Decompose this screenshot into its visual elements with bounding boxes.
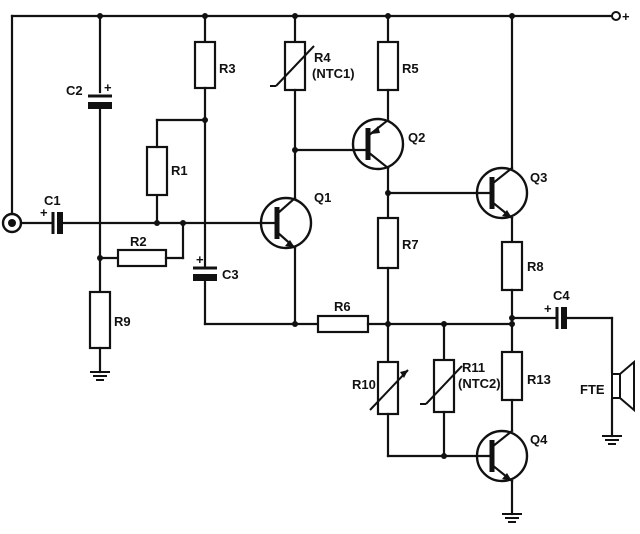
- label-r8: R8: [527, 259, 544, 274]
- resistor-r13: [500, 350, 524, 402]
- label-r11-ntc: (NTC2): [458, 376, 501, 391]
- resistor-r8: [500, 240, 524, 292]
- label-r4: R4: [314, 50, 331, 65]
- transistor-q4: [475, 429, 529, 483]
- svg-text:+: +: [544, 301, 552, 316]
- label-r11: R11: [462, 360, 485, 375]
- resistor-r5: [376, 40, 400, 92]
- label-r7: R7: [402, 237, 419, 252]
- resistor-r1: [145, 145, 169, 197]
- transistor-q2: [351, 117, 405, 171]
- transistor-q1: [259, 148, 313, 326]
- speaker-icon: [611, 359, 635, 413]
- capacitor-c1: + C1: [40, 193, 63, 234]
- label-r3: R3: [219, 61, 236, 76]
- label-fte: FTE: [580, 382, 605, 397]
- label-c4: C4: [553, 288, 570, 303]
- svg-text:+: +: [104, 80, 112, 95]
- label-r1: R1: [171, 163, 188, 178]
- thermistor-r4: [270, 40, 315, 92]
- label-q1: Q1: [314, 190, 331, 205]
- capacitor-c2: + C2: [66, 80, 112, 109]
- label-r4-ntc: (NTC1): [312, 66, 355, 81]
- supply-label: +: [622, 9, 630, 24]
- ground-speaker: [602, 435, 622, 445]
- label-r5: R5: [402, 61, 419, 76]
- resistor-r2: [116, 248, 168, 268]
- label-r2: R2: [130, 234, 147, 249]
- label-q3: Q3: [530, 170, 547, 185]
- supply-terminal: [611, 11, 621, 21]
- resistor-r6: [316, 314, 370, 334]
- resistor-r9: [88, 290, 112, 350]
- ground-r9: [90, 371, 110, 381]
- label-c3: C3: [222, 267, 239, 282]
- label-r9: R9: [114, 314, 131, 329]
- resistor-r3: [193, 40, 217, 90]
- svg-text:+: +: [40, 205, 48, 220]
- label-q2: Q2: [408, 130, 425, 145]
- label-c2: C2: [66, 83, 83, 98]
- resistor-r7: [376, 216, 400, 270]
- capacitor-c3: + C3: [193, 252, 239, 282]
- label-r6: R6: [334, 299, 351, 314]
- ground-q4: [502, 513, 522, 523]
- label-q4: Q4: [530, 432, 548, 447]
- label-c1: C1: [44, 193, 61, 208]
- svg-text:+: +: [196, 252, 204, 267]
- label-r10: R10: [352, 377, 376, 392]
- capacitor-c4: + C4: [544, 288, 570, 329]
- transistor-q3: [475, 166, 529, 220]
- thermistor-r11: [420, 358, 463, 414]
- label-r13: R13: [527, 372, 551, 387]
